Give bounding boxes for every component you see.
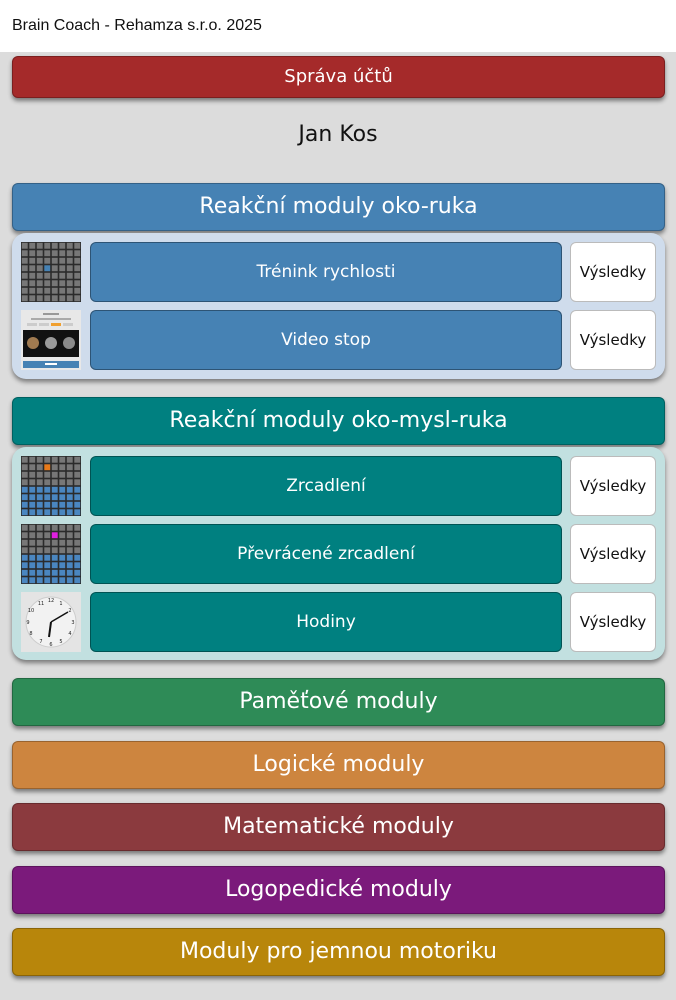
inverted-mirror-grid-thumbnail-icon — [21, 524, 81, 584]
module-row-video-stop: Video stop Výsledky — [12, 310, 665, 370]
module-mirroring-button[interactable]: Zrcadlení — [90, 456, 562, 516]
results-speed-training-button[interactable]: Výsledky — [570, 242, 656, 302]
svg-text:1: 1 — [59, 601, 62, 607]
section-eye-mind-hand-header[interactable]: Reakční moduly oko-mysl-ruka — [12, 397, 665, 445]
video-stop-thumbnail-icon — [21, 310, 81, 370]
clock-thumbnail-icon: 12 1 2 3 4 5 6 7 8 9 10 11 — [21, 592, 81, 652]
grid-thumbnail-icon — [21, 242, 81, 302]
module-speed-training-button[interactable]: Trénink rychlosti — [90, 242, 562, 302]
module-row-speed-training: Trénink rychlosti Výsledky — [12, 242, 665, 302]
memory-modules-button[interactable]: Paměťové moduly — [12, 678, 665, 726]
app-title: Brain Coach - Rehamza s.r.o. 2025 — [12, 17, 262, 34]
app-title-bar: Brain Coach - Rehamza s.r.o. 2025 — [0, 0, 676, 52]
results-mirroring-button[interactable]: Výsledky — [570, 456, 656, 516]
svg-text:5: 5 — [59, 639, 62, 645]
module-row-mirroring: Zrcadlení Výsledky — [12, 456, 665, 516]
speech-therapy-modules-button[interactable]: Logopedické moduly — [12, 866, 665, 914]
module-clock-button[interactable]: Hodiny — [90, 592, 562, 652]
svg-text:8: 8 — [29, 631, 32, 637]
svg-text:6: 6 — [49, 642, 52, 648]
section-eye-mind-hand-panel: Zrcadlení Výsledky Převrácené zrcadlení … — [12, 447, 665, 660]
svg-text:2: 2 — [68, 608, 71, 614]
module-inverted-mirroring-button[interactable]: Převrácené zrcadlení — [90, 524, 562, 584]
mirror-grid-thumbnail-icon — [21, 456, 81, 516]
module-video-stop-button[interactable]: Video stop — [90, 310, 562, 370]
svg-text:11: 11 — [38, 601, 44, 607]
svg-text:4: 4 — [68, 631, 71, 637]
math-modules-button[interactable]: Matematické moduly — [12, 803, 665, 851]
fine-motor-modules-button[interactable]: Moduly pro jemnou motoriku — [12, 928, 665, 976]
section-eye-hand-panel: Trénink rychlosti Výsledky Video stop Vý… — [12, 233, 665, 379]
account-management-button[interactable]: Správa účtů — [12, 56, 665, 98]
user-name: Jan Kos — [298, 122, 378, 147]
results-video-stop-button[interactable]: Výsledky — [570, 310, 656, 370]
results-clock-button[interactable]: Výsledky — [570, 592, 656, 652]
svg-text:12: 12 — [48, 598, 54, 604]
svg-text:3: 3 — [71, 620, 74, 626]
logic-modules-button[interactable]: Logické moduly — [12, 741, 665, 789]
results-inverted-mirroring-button[interactable]: Výsledky — [570, 524, 656, 584]
section-eye-hand-header[interactable]: Reakční moduly oko-ruka — [12, 183, 665, 231]
module-row-inverted-mirroring: Převrácené zrcadlení Výsledky — [12, 524, 665, 584]
svg-text:10: 10 — [28, 608, 34, 614]
module-row-clock: 12 1 2 3 4 5 6 7 8 9 10 11 Hodiny Výsled… — [12, 592, 665, 652]
svg-text:9: 9 — [26, 620, 29, 626]
svg-text:7: 7 — [39, 639, 42, 645]
